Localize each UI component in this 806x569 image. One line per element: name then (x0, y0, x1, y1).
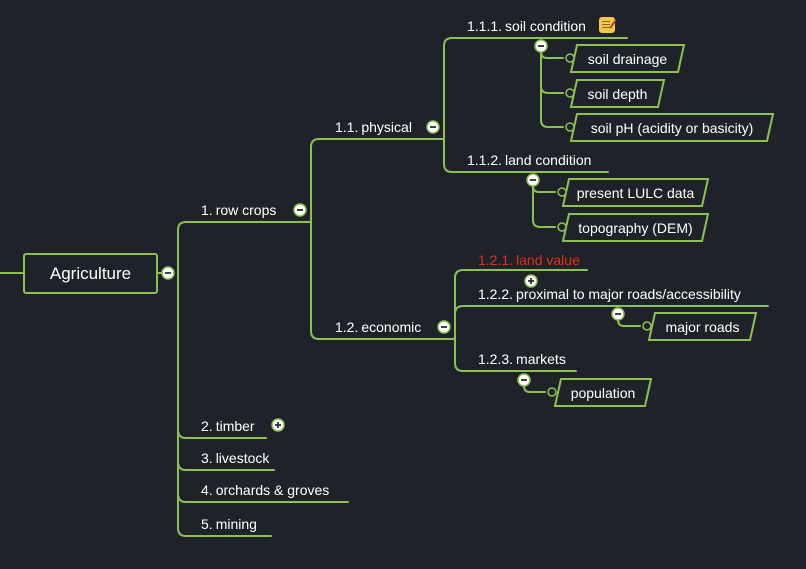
collapse-toggle-root[interactable] (161, 266, 175, 280)
leaf-major-roads[interactable]: major roads (652, 313, 753, 341)
expand-toggle-land-value[interactable] (524, 274, 538, 288)
topic-label: row crops (215, 202, 277, 218)
collapse-toggle-physical[interactable] (426, 120, 440, 134)
collapse-toggle-proximal[interactable] (611, 307, 625, 321)
topic-number: 1.2.3. (478, 351, 514, 367)
topic-number: 3. (201, 450, 213, 466)
collapse-toggle-markets[interactable] (517, 373, 531, 387)
topic-number: 1.1.2. (467, 152, 503, 168)
root-topic-label: Agriculture (49, 263, 132, 283)
topic-markets[interactable]: 1.2.3.markets (478, 351, 566, 367)
topic-number: 1.2.2. (478, 286, 514, 302)
topic-physical[interactable]: 1.1.physical (335, 119, 412, 135)
leaf-soil-ph[interactable]: soil pH (acidity or basicity) (574, 114, 770, 142)
topic-number: 1.2.1. (478, 252, 514, 268)
topic-soil-condition[interactable]: 1.1.1.soil condition (467, 18, 586, 34)
leaf-label: present LULC data (576, 185, 695, 201)
topic-orchards-groves[interactable]: 4.orchards & groves (201, 482, 329, 498)
leaf-soil-depth[interactable]: soil depth (574, 80, 661, 108)
topic-proximal-roads[interactable]: 1.2.2.proximal to major roads/accessibil… (478, 286, 741, 302)
topic-economic[interactable]: 1.2.economic (335, 319, 421, 335)
topic-mining[interactable]: 5.mining (201, 516, 257, 532)
leaf-label: population (570, 385, 636, 401)
collapse-toggle-row-crops[interactable] (293, 203, 307, 217)
topic-label: timber (215, 418, 255, 434)
topic-timber[interactable]: 2.timber (201, 418, 255, 434)
root-topic[interactable]: Agriculture (23, 253, 158, 294)
topic-label: soil condition (505, 18, 586, 34)
leaf-label: soil depth (587, 86, 648, 102)
topic-number: 1.1.1. (467, 18, 503, 34)
topic-label: markets (516, 351, 566, 367)
leaf-label: topography (DEM) (578, 220, 693, 236)
topic-label: livestock (215, 450, 270, 466)
topic-number: 1. (201, 202, 213, 218)
topic-number: 1.2. (335, 319, 359, 335)
leaf-label: soil drainage (587, 51, 668, 67)
topic-number: 2. (201, 418, 213, 434)
topic-label: land condition (505, 152, 592, 168)
topic-label: mining (215, 516, 257, 532)
leaf-soil-drainage[interactable]: soil drainage (574, 45, 681, 73)
topic-label: proximal to major roads/accessibility (516, 286, 741, 302)
topic-land-condition[interactable]: 1.1.2.land condition (467, 152, 591, 168)
leaf-population[interactable]: population (558, 379, 648, 407)
leaf-present-lulc[interactable]: present LULC data (566, 179, 705, 207)
topic-label: orchards & groves (215, 482, 330, 498)
topic-number: 5. (201, 516, 213, 532)
topic-number: 1.1. (335, 119, 359, 135)
leaf-label: major roads (665, 319, 740, 335)
topic-row-crops[interactable]: 1.row crops (201, 202, 276, 218)
leaf-topography[interactable]: topography (DEM) (566, 214, 705, 242)
note-icon[interactable] (599, 17, 615, 33)
expand-toggle-timber[interactable] (271, 418, 285, 432)
collapse-toggle-land-condition[interactable] (526, 173, 540, 187)
topic-label: economic (361, 319, 422, 335)
leaf-label: soil pH (acidity or basicity) (590, 120, 754, 136)
collapse-toggle-soil-condition[interactable] (534, 39, 548, 53)
topic-land-value[interactable]: 1.2.1.land value (478, 252, 580, 268)
topic-label: physical (361, 119, 412, 135)
topic-number: 4. (201, 482, 213, 498)
topic-label: land value (516, 252, 580, 268)
collapse-toggle-economic[interactable] (437, 320, 451, 334)
topic-livestock[interactable]: 3.livestock (201, 450, 269, 466)
